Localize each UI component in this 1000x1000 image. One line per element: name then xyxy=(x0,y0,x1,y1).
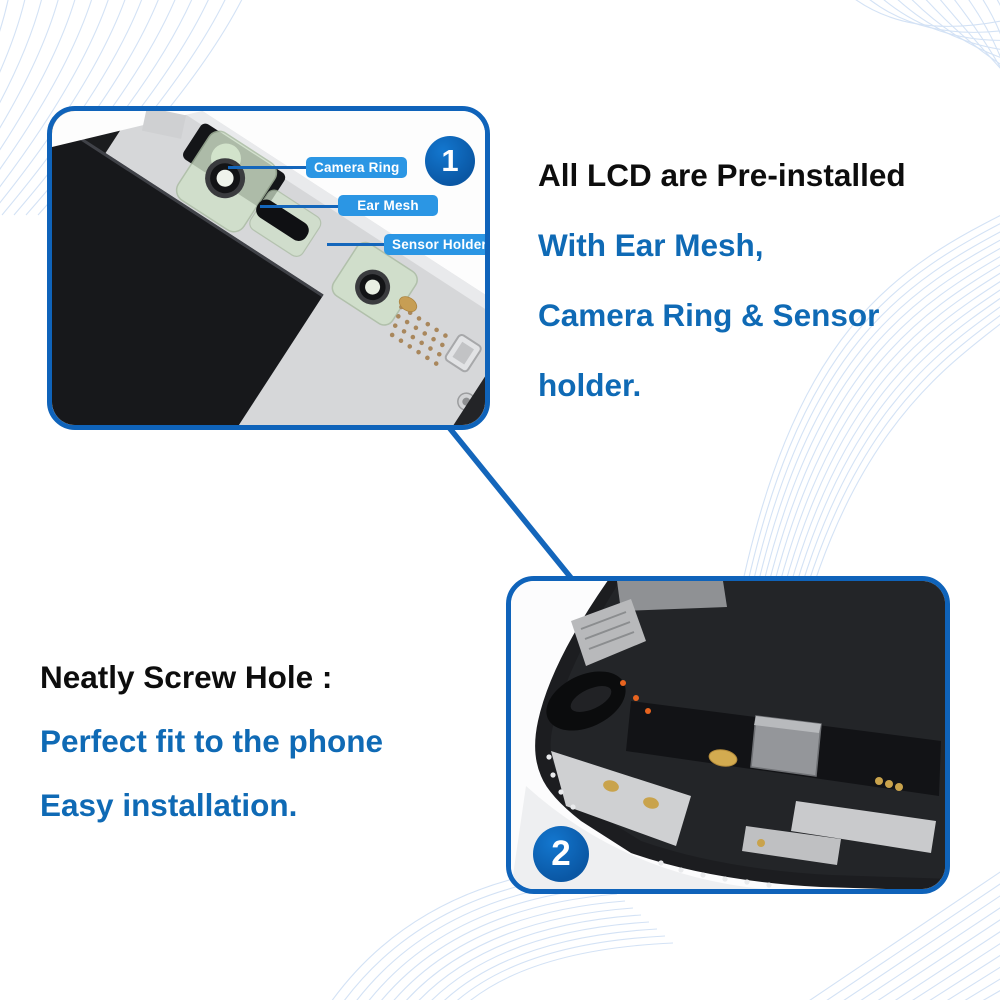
step-1-badge: 1 xyxy=(425,136,475,186)
callout-leader-line xyxy=(228,166,308,169)
lcd-bottom-photo xyxy=(511,581,945,889)
callout-label-sensor-holder: Sensor Holder xyxy=(384,234,485,255)
lcd-top-photo xyxy=(52,111,485,425)
step-2-number: 2 xyxy=(551,834,571,873)
feature-block: Neatly Screw Hole : Perfect fit to the p… xyxy=(40,645,383,837)
callout-leader-line xyxy=(327,243,386,246)
feature-line-2: Perfect fit to the phone xyxy=(40,723,384,759)
step-2-badge: 2 xyxy=(533,826,589,882)
headline-line-3: Camera Ring & Sensor xyxy=(538,297,880,333)
callout-leader-line xyxy=(260,205,340,208)
lcd-top-photo-card: Camera Ring Ear Mesh Sensor Holder 1 xyxy=(47,106,490,430)
connector-line xyxy=(440,417,579,587)
headline-block: All LCD are Pre-installed With Ear Mesh,… xyxy=(538,140,906,420)
headline-line-2: With Ear Mesh, xyxy=(538,227,764,263)
headline-line-1: All LCD are Pre-installed xyxy=(538,157,906,193)
step-1-number: 1 xyxy=(441,143,459,178)
lcd-bottom-photo-card: 2 xyxy=(506,576,950,894)
headline-line-4: holder. xyxy=(538,367,642,403)
callout-label-camera-ring: Camera Ring xyxy=(306,157,408,178)
feature-line-3: Easy installation. xyxy=(40,787,298,823)
feature-line-1: Neatly Screw Hole : xyxy=(40,659,333,695)
callout-label-ear-mesh: Ear Mesh xyxy=(338,195,438,216)
